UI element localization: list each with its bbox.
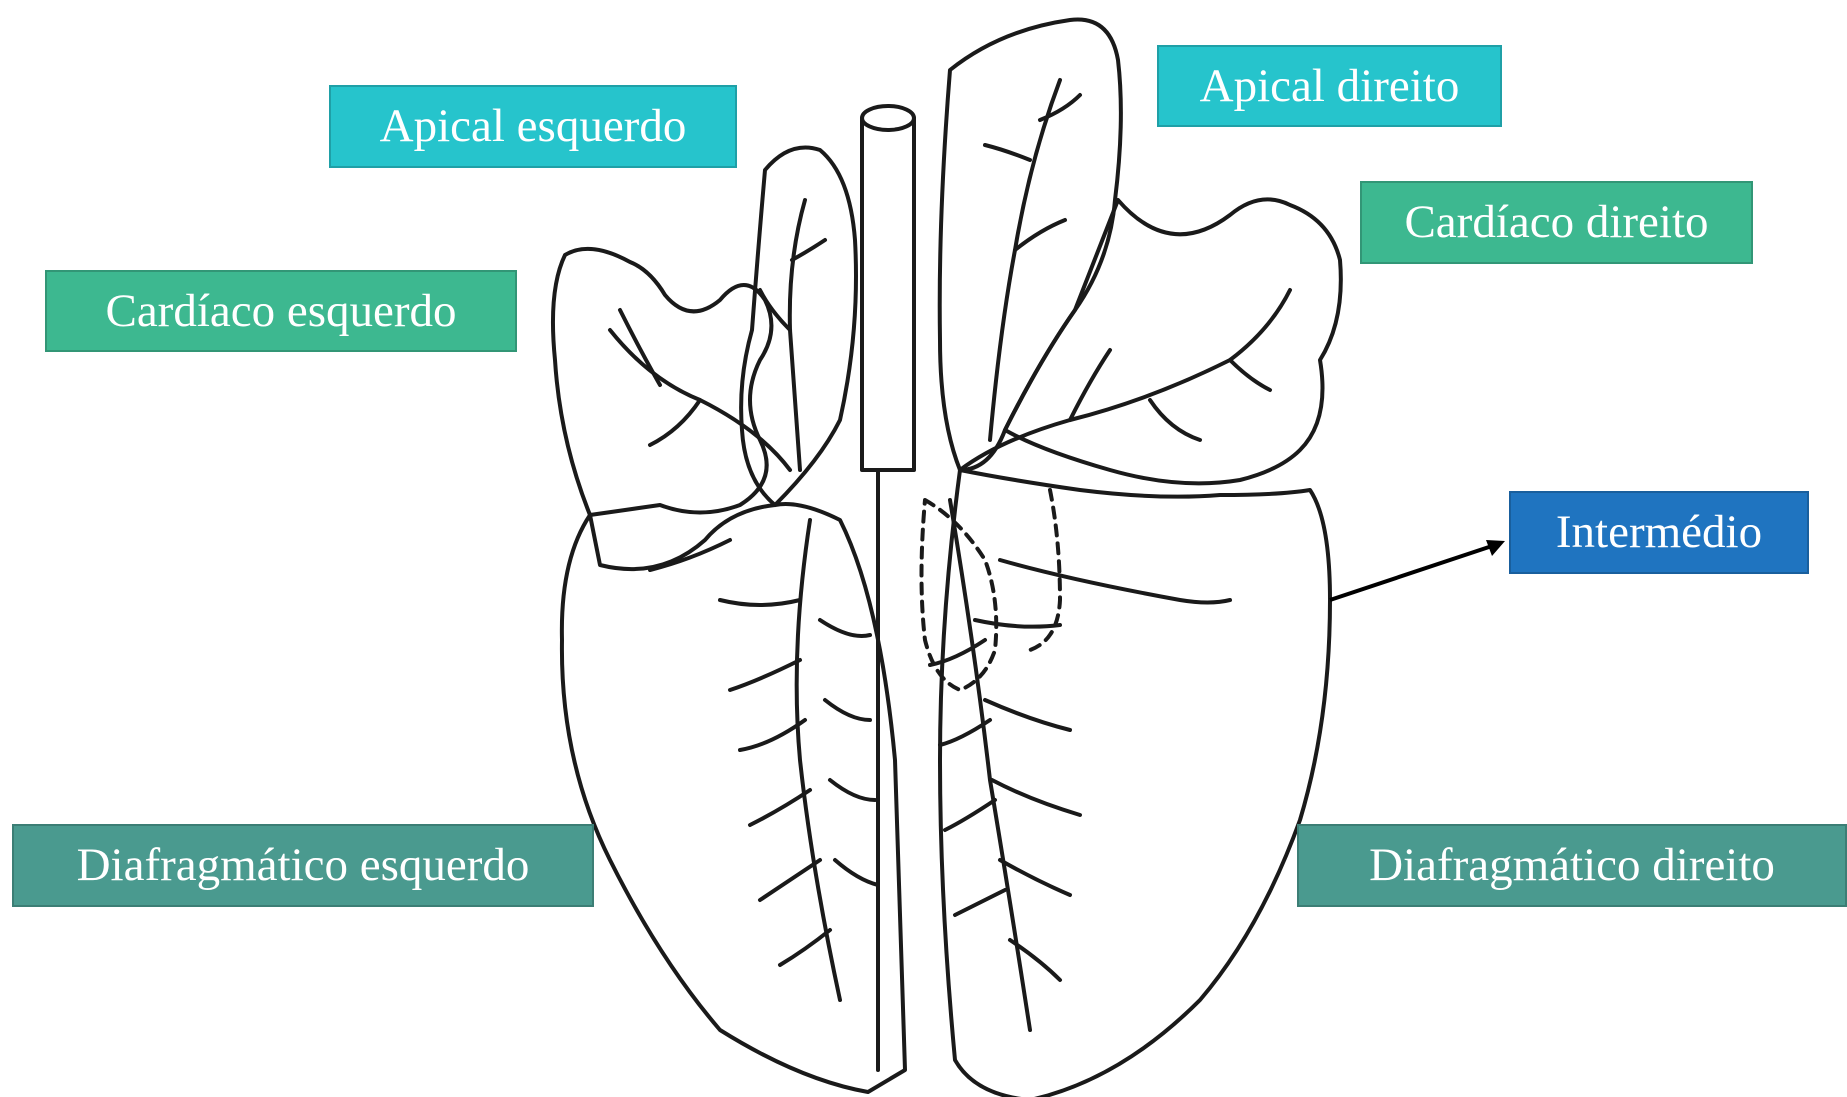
intermediate-arrow: [1330, 540, 1505, 600]
left-bronchial-tree: [610, 200, 878, 1000]
left-diaphragmatic-lobe-outline: [562, 504, 905, 1092]
label-intermedio: Intermédio: [1509, 491, 1809, 574]
label-cardiaco-direito: Cardíaco direito: [1360, 181, 1753, 264]
label-diafragmatico-direito: Diafragmático direito: [1297, 824, 1847, 907]
label-cardiaco-esquerdo: Cardíaco esquerdo: [45, 270, 517, 352]
label-apical-direito: Apical direito: [1157, 45, 1502, 127]
label-apical-esquerdo: Apical esquerdo: [329, 85, 737, 168]
label-diafragmatico-esquerdo: Diafragmático esquerdo: [12, 824, 594, 907]
right-cardiac-lobe-outline: [1005, 199, 1341, 483]
trachea: [862, 106, 914, 1070]
intermediate-lobe-outline: [922, 500, 997, 690]
right-apical-lobe-outline: [940, 20, 1121, 471]
